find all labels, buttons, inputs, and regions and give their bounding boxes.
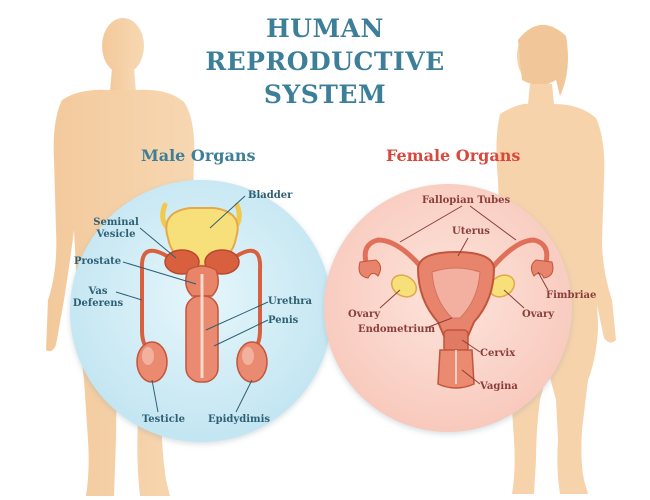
title-line-3: SYSTEM	[263, 80, 387, 109]
label-vas-deferens-line-2: Deferens	[72, 298, 124, 309]
label-epidydimis: Epidydimis	[208, 414, 271, 425]
fimbriae-right	[530, 259, 554, 279]
label-vas-deferens-line-1: Vas	[88, 286, 108, 297]
label-vas-deferens: Vas Deferens	[72, 286, 124, 310]
male-organs	[115, 195, 269, 413]
label-seminal-vesicle-line-1: Seminal	[93, 217, 139, 228]
female-organs	[358, 205, 554, 389]
label-ovary-left: Ovary	[348, 309, 381, 320]
label-penis: Penis	[268, 315, 299, 326]
label-ovary-right: Ovary	[522, 309, 555, 320]
female-organs-heading: Female Organs	[386, 146, 521, 165]
label-testicle: Testicle	[142, 414, 185, 425]
label-endometrium: Endometrium	[358, 324, 436, 335]
label-bladder: Bladder	[248, 190, 293, 201]
male-organs-heading: Male Organs	[141, 146, 256, 165]
endometrium-shape	[431, 267, 481, 319]
label-cervix: Cervix	[480, 348, 516, 359]
label-fimbriae: Fimbriae	[546, 290, 597, 301]
label-fallopian-tubes: Fallopian Tubes	[422, 195, 511, 206]
label-urethra: Urethra	[268, 296, 312, 307]
label-seminal-vesicle: Seminal Vesicle	[86, 217, 146, 241]
label-vagina: Vagina	[480, 381, 518, 392]
fimbriae-left	[358, 259, 382, 279]
title-line-1: HUMAN	[266, 14, 384, 43]
label-seminal-vesicle-line-2: Vesicle	[96, 229, 136, 240]
title-line-2: REPRODUCTIVE	[205, 47, 445, 76]
label-prostate: Prostate	[74, 256, 122, 267]
label-uterus: Uterus	[452, 226, 490, 237]
